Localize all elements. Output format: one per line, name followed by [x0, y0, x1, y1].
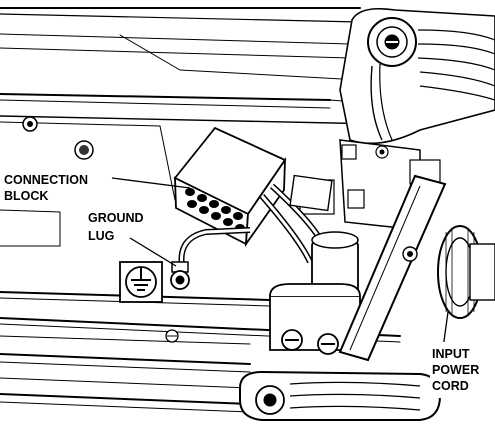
panel-screw-top-left — [22, 116, 38, 132]
support-arm — [338, 174, 447, 362]
label-input: INPUT — [432, 347, 470, 361]
leader-connection-block — [111, 177, 191, 189]
label-power: POWER — [432, 363, 479, 377]
upper-hinge-bracket — [339, 7, 495, 145]
label-cord: CORD — [432, 379, 469, 393]
callout-ground-lug: GROUND LUG — [88, 211, 144, 243]
chassis-frame — [0, 7, 401, 413]
label-block: BLOCK — [4, 189, 48, 203]
connection-block — [173, 126, 333, 264]
strain-relief-clamp — [269, 231, 361, 355]
callout-connection-block: CONNECTION BLOCK — [4, 173, 88, 203]
callout-input-power-cord: INPUT POWER CORD — [430, 342, 495, 398]
power-cord-grommet — [437, 225, 495, 319]
lower-hinge-bracket — [239, 370, 442, 421]
label-ground: GROUND — [88, 211, 144, 225]
label-lug: LUG — [88, 229, 114, 243]
panel-screw-nut — [74, 140, 94, 160]
rail-screw-left — [165, 329, 179, 343]
ground-symbol-plate — [119, 261, 163, 303]
leader-ground-lug — [129, 237, 177, 267]
ground-lug — [170, 227, 251, 290]
label-connection: CONNECTION — [4, 173, 88, 187]
